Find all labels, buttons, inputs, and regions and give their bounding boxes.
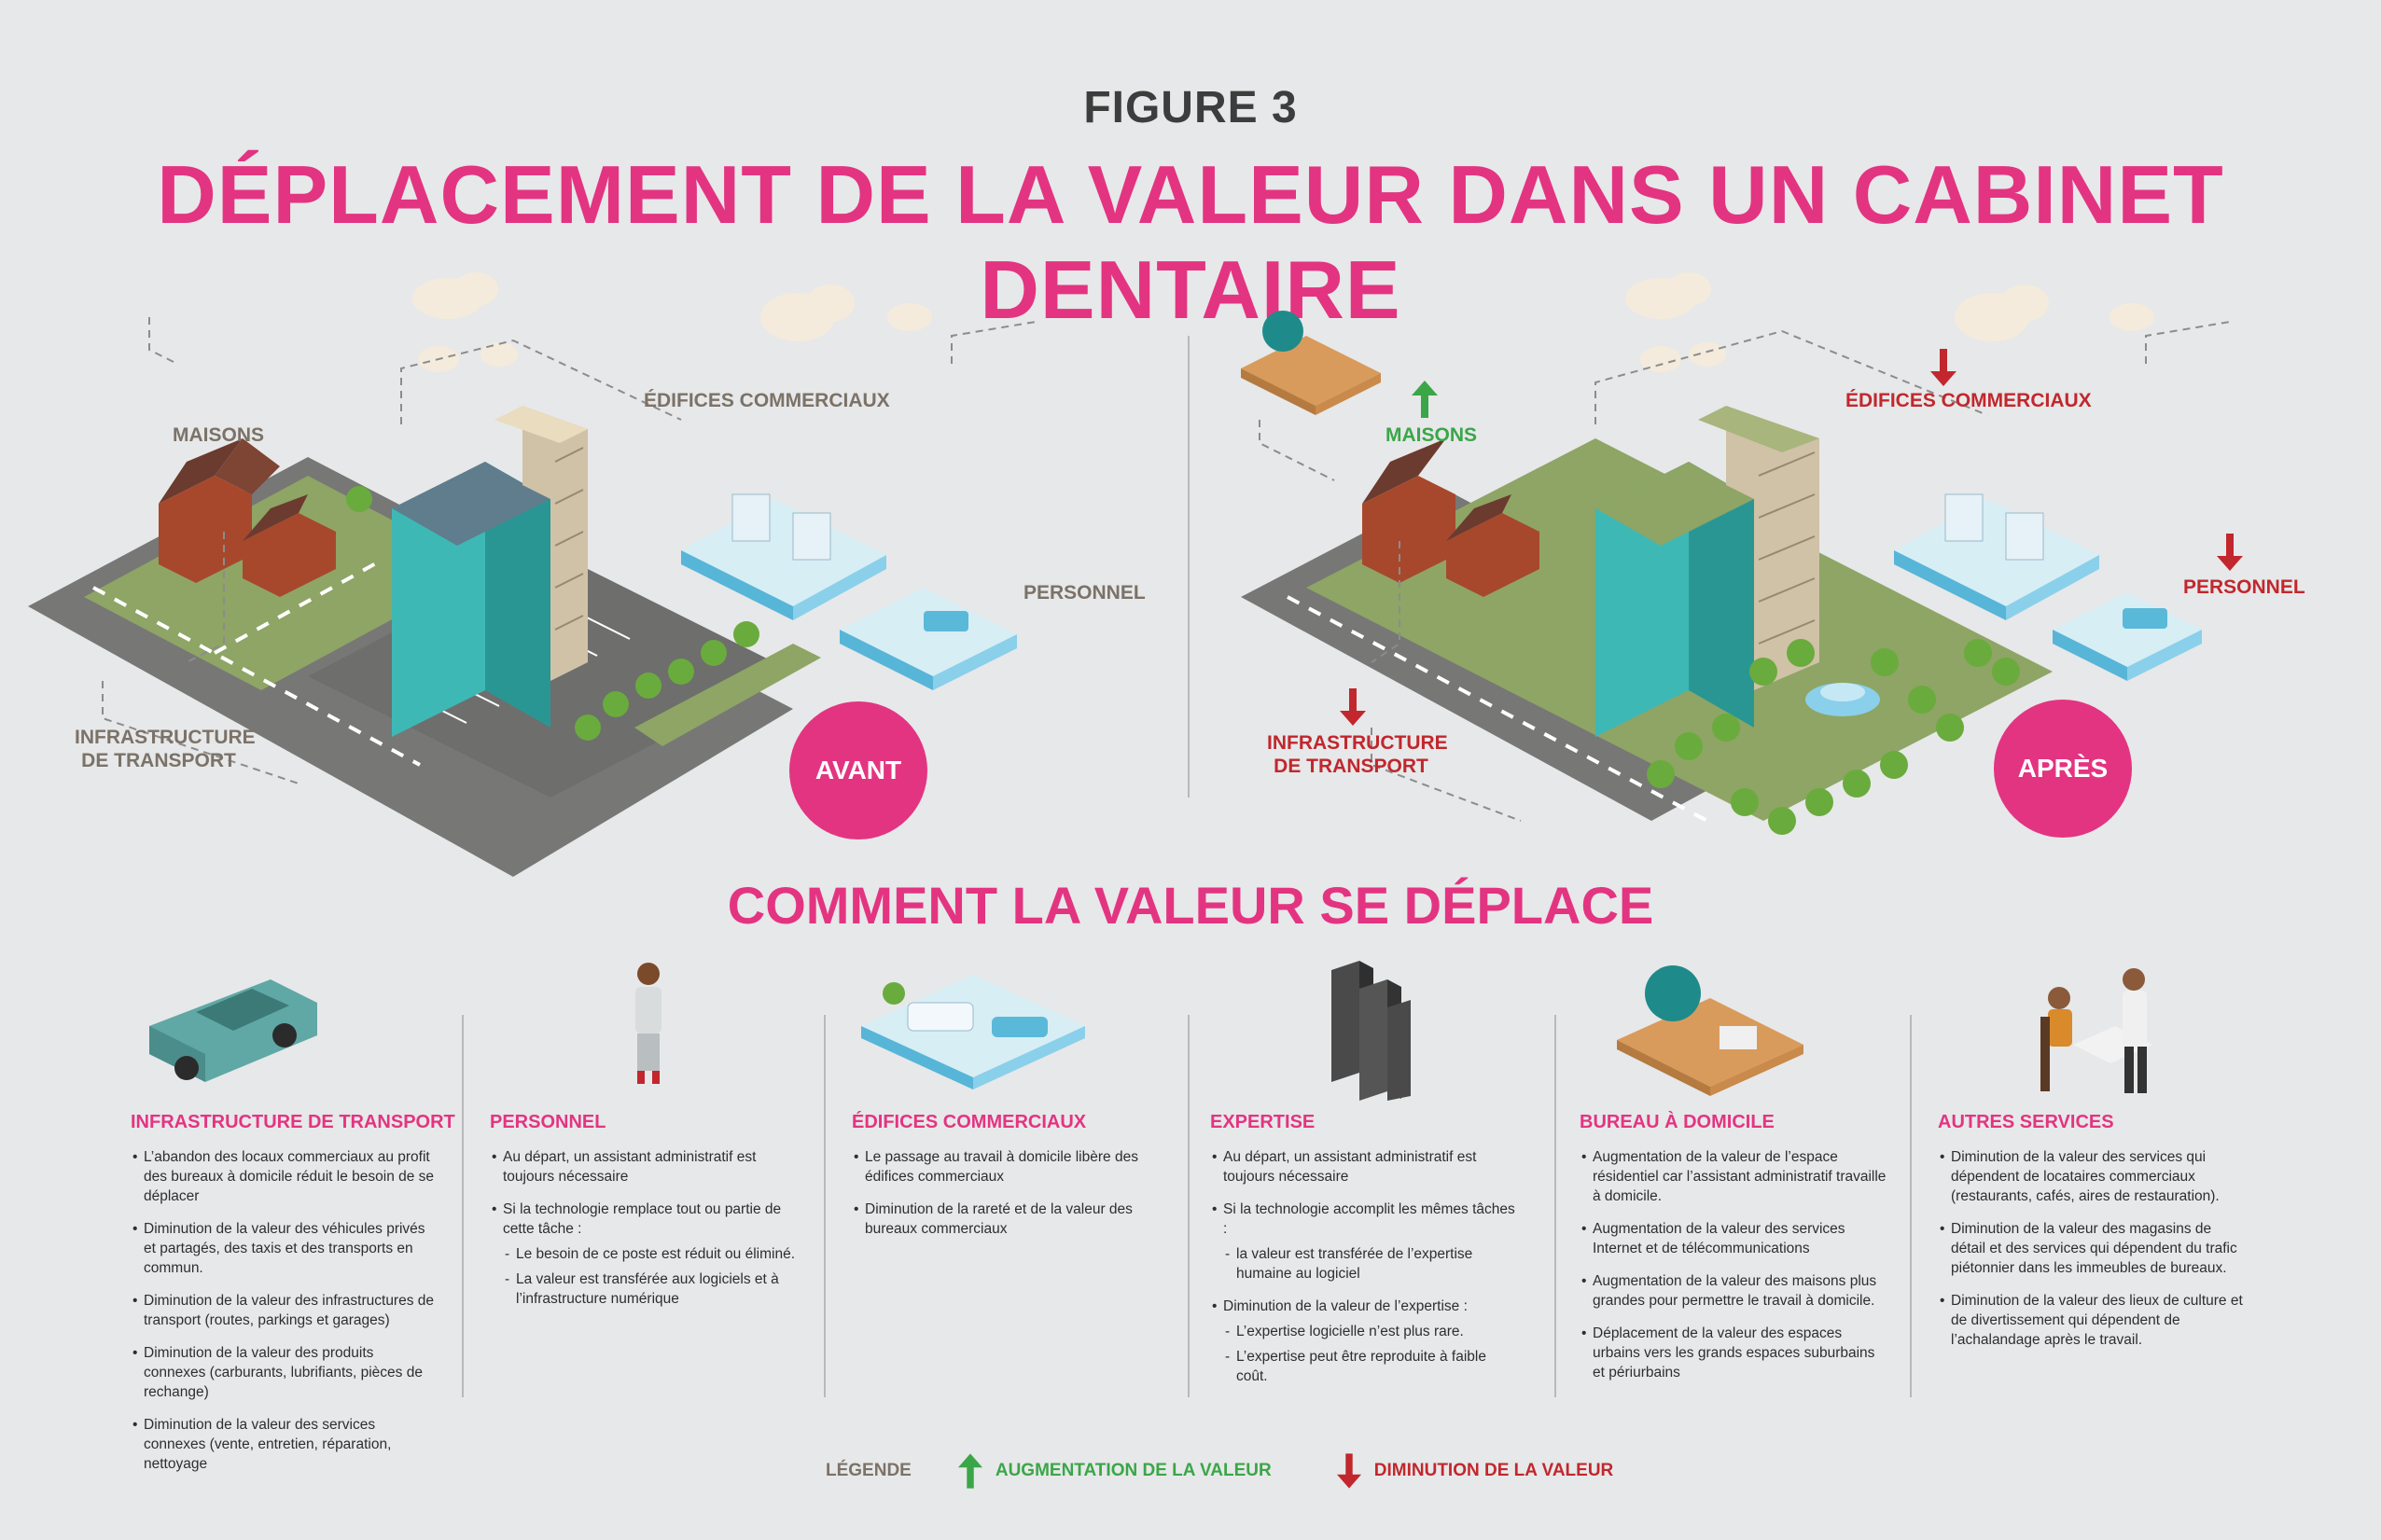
column-list: Diminution de la valeur des services qui…	[1938, 1147, 2246, 1363]
column-divider	[824, 1015, 826, 1397]
legend-label: LÉGENDE	[826, 1461, 912, 1480]
list-item: Augmentation de la valeur des maisons pl…	[1580, 1271, 1887, 1311]
label-personnel-before: PERSONNEL	[1023, 582, 1146, 604]
column-title: PERSONNEL	[490, 1112, 606, 1132]
label-infra-after: INFRASTRUCTURE DE TRANSPORT	[1267, 732, 1448, 777]
legend-decrease: DIMINUTION DE LA VALEUR	[1336, 1453, 1613, 1489]
after-illustration	[1241, 272, 2231, 835]
column-expertise: EXPERTISE Au départ, un assistant admini…	[1210, 961, 1555, 1384]
car-icon	[131, 961, 476, 1101]
label-maisons-after: MAISONS	[1385, 424, 1478, 446]
figure-label: FIGURE 3	[1083, 83, 1298, 132]
column-title: EXPERTISE	[1210, 1112, 1316, 1132]
list-item: Diminution de la valeur de l’expertise :	[1210, 1297, 1518, 1316]
list-item: Diminution de la valeur des services con…	[131, 1415, 439, 1474]
list-item: Diminution de la valeur des infrastructu…	[131, 1291, 439, 1330]
dental-clinic-icon	[681, 493, 1017, 690]
list-item: Diminution de la valeur des magasins de …	[1938, 1219, 2246, 1278]
legend-increase: AUGMENTATION DE LA VALEUR	[957, 1453, 1272, 1489]
section-title: COMMENT LA VALEUR SE DÉPLACE	[727, 876, 1654, 935]
scene-divider	[1188, 336, 1190, 798]
tree-icon	[1647, 639, 2020, 835]
page-title: DÉPLACEMENT DE LA VALEUR DANS UN CABINET…	[157, 148, 2224, 336]
arrow-up-icon	[1412, 381, 1438, 423]
column-autres: AUTRES SERVICES Diminution de la valeur …	[1938, 961, 2283, 1348]
column-divider	[1554, 1015, 1556, 1397]
arrow-down-icon	[2217, 534, 2243, 576]
list-item: La valeur est transférée aux logiciels e…	[490, 1269, 798, 1309]
list-item: Diminution de la valeur des produits con…	[131, 1343, 439, 1402]
column-divider	[462, 1015, 464, 1397]
list-item: Si la technologie remplace tout ou parti…	[490, 1200, 798, 1239]
label-edifices-after: ÉDIFICES COMMERCIAUX	[1845, 390, 2092, 411]
list-item: Augmentation de la valeur des services I…	[1580, 1219, 1887, 1258]
office-building-icon	[392, 406, 588, 737]
column-list: Le passage au travail à domicile libère …	[852, 1147, 1160, 1252]
scene-before	[28, 261, 1148, 895]
house-icon	[159, 438, 336, 597]
home-office-icon	[1241, 311, 1381, 415]
list-item: L’abandon des locaux commerciaux au prof…	[131, 1147, 439, 1206]
before-illustration	[28, 272, 1037, 877]
list-item: Le besoin de ce poste est réduit ou élim…	[490, 1244, 798, 1264]
arrow-down-icon	[1930, 349, 1956, 391]
column-bureau: BUREAU À DOMICILE Augmentation de la val…	[1580, 961, 1925, 1380]
list-item: Diminution de la valeur des services qui…	[1938, 1147, 2246, 1206]
receptionist-icon	[490, 961, 835, 1101]
cloud-icon	[412, 272, 932, 372]
column-title: AUTRES SERVICES	[1938, 1112, 2114, 1132]
list-item: Au départ, un assistant administratif es…	[1210, 1147, 1518, 1186]
list-item: Augmentation de la valeur de l’espace ré…	[1580, 1147, 1887, 1206]
badge-avant: AVANT	[789, 701, 927, 839]
list-item: Déplacement de la valeur des espaces urb…	[1580, 1324, 1887, 1382]
column-transport: INFRASTRUCTURE DE TRANSPORT L’abandon de…	[131, 961, 476, 1472]
label-personnel-after: PERSONNEL	[2183, 576, 2305, 598]
list-item: Diminution de la valeur des véhicules pr…	[131, 1219, 439, 1278]
waiting-room-icon	[852, 961, 1197, 1101]
badge-apres: APRÈS	[1994, 700, 2132, 838]
server-icon	[1210, 961, 1555, 1101]
list-item: Diminution de la valeur des lieux de cul…	[1938, 1291, 2246, 1350]
cloud-icon	[1625, 272, 2154, 372]
scene-after	[1222, 261, 2370, 895]
list-item: L’expertise logicielle n’est plus rare.	[1210, 1322, 1518, 1341]
home-office-icon	[1580, 961, 1925, 1101]
column-divider	[1910, 1015, 1912, 1397]
house-icon	[1362, 438, 1539, 597]
list-item: Diminution de la rareté et de la valeur …	[852, 1200, 1160, 1239]
column-list: Augmentation de la valeur de l’espace ré…	[1580, 1147, 1887, 1395]
list-item: Si la technologie accomplit les mêmes tâ…	[1210, 1200, 1518, 1239]
column-list: L’abandon des locaux commerciaux au prof…	[131, 1147, 439, 1487]
column-title: ÉDIFICES COMMERCIAUX	[852, 1112, 1087, 1132]
column-list: Au départ, un assistant administratif es…	[490, 1147, 798, 1322]
arrow-down-icon	[1336, 1453, 1361, 1489]
column-personnel: PERSONNEL Au départ, un assistant admini…	[490, 961, 835, 1307]
label-edifices-before: ÉDIFICES COMMERCIAUX	[644, 390, 890, 411]
list-item: Au départ, un assistant administratif es…	[490, 1147, 798, 1186]
arrow-up-icon	[957, 1453, 982, 1489]
column-divider	[1188, 1015, 1190, 1397]
office-building-icon	[1595, 406, 1819, 737]
tree-icon	[346, 486, 759, 741]
column-title: BUREAU À DOMICILE	[1580, 1112, 1775, 1132]
label-maisons-before: MAISONS	[173, 424, 265, 446]
arrow-down-icon	[1340, 688, 1366, 730]
column-list: Au départ, un assistant administratif es…	[1210, 1147, 1518, 1399]
list-item: L’expertise peut être reproduite à faibl…	[1210, 1347, 1518, 1386]
column-edifices: ÉDIFICES COMMERCIAUX Le passage au trava…	[852, 961, 1197, 1237]
list-item: la valeur est transférée de l’expertise …	[1210, 1244, 1518, 1283]
dental-clinic-icon	[1894, 493, 2202, 681]
column-title: INFRASTRUCTURE DE TRANSPORT	[131, 1112, 455, 1132]
label-infra-before: INFRASTRUCTURE DE TRANSPORT	[75, 727, 256, 771]
list-item: Le passage au travail à domicile libère …	[852, 1147, 1160, 1186]
legend: LÉGENDE AUGMENTATION DE LA VALEUR DIMINU…	[826, 1453, 1678, 1489]
restaurant-icon	[1938, 961, 2283, 1101]
